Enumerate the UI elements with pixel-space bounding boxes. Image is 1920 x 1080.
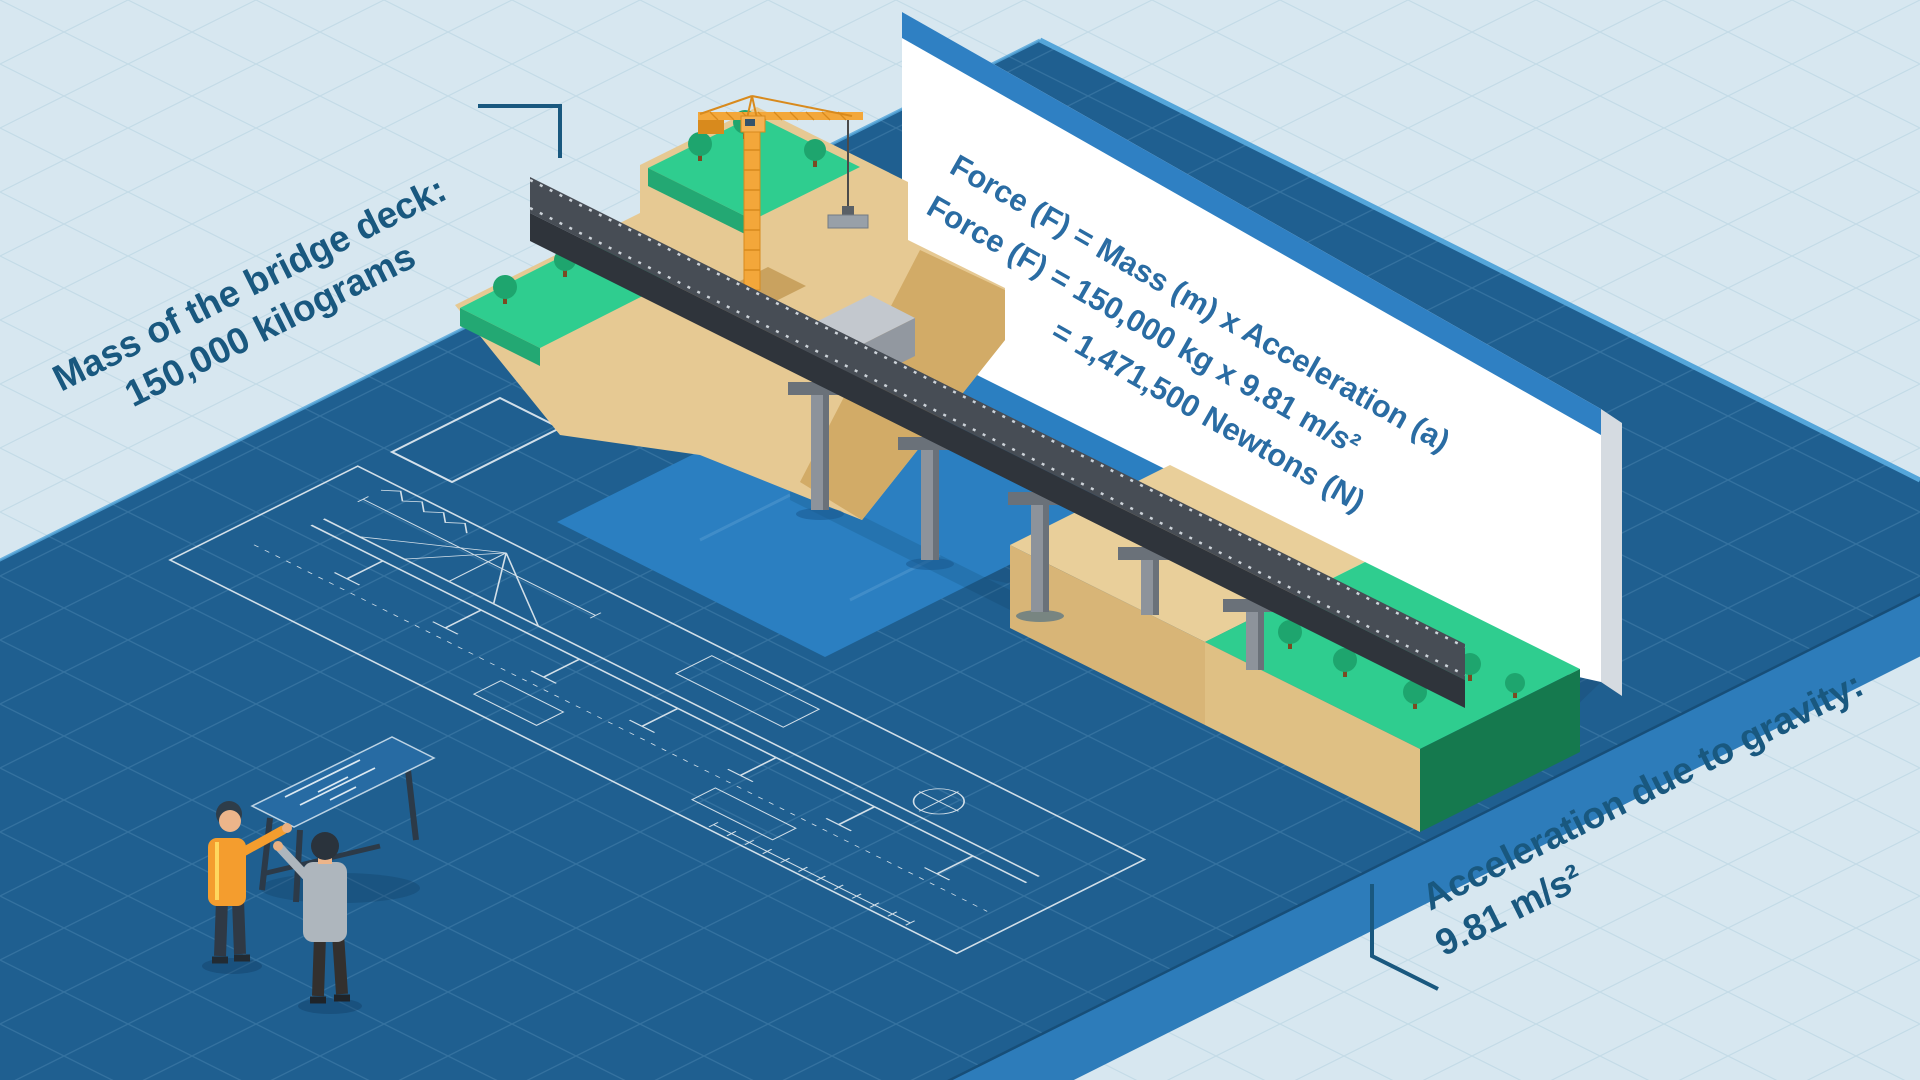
bridge-piers: [788, 382, 1287, 670]
worker-gray-vest: [273, 832, 362, 1014]
crane-hook-block: [842, 206, 854, 215]
plane-edge-seam: [947, 593, 1920, 1080]
right-sand-face: [1205, 642, 1420, 832]
acceleration-bracket: [1370, 884, 1439, 991]
pier: [898, 437, 962, 570]
table-board: [250, 736, 436, 828]
worker-orange-vest: [202, 801, 292, 974]
tower-crane: [698, 95, 869, 305]
deck-top: [530, 177, 1465, 680]
pier: [788, 382, 852, 520]
plane-edge-highlight-right: [1038, 37, 1920, 483]
blueprint-drawing: [168, 465, 1147, 955]
deck-railing-far: [529, 178, 1466, 649]
bridge-deck: [529, 177, 1466, 708]
crane-peak-ties: [699, 95, 853, 133]
left-grass-front-side: [460, 308, 540, 366]
right-slope-underside: [1010, 545, 1205, 725]
deck-side: [530, 213, 1465, 708]
right-grass-dark-face: [1420, 669, 1580, 832]
crane-jib: [698, 112, 863, 120]
billboard-side-edge: [1601, 409, 1622, 696]
table-blueprint-sketch: [284, 759, 376, 806]
billboard-top-strip: [902, 12, 1601, 435]
left-grass-back-side: [648, 168, 753, 238]
crane-load-segment: [827, 214, 869, 229]
crane-counterweight: [698, 120, 724, 134]
engineers-scene: [202, 736, 436, 1014]
deck-railing-near: [529, 206, 1466, 677]
mass-bracket: [478, 104, 562, 158]
